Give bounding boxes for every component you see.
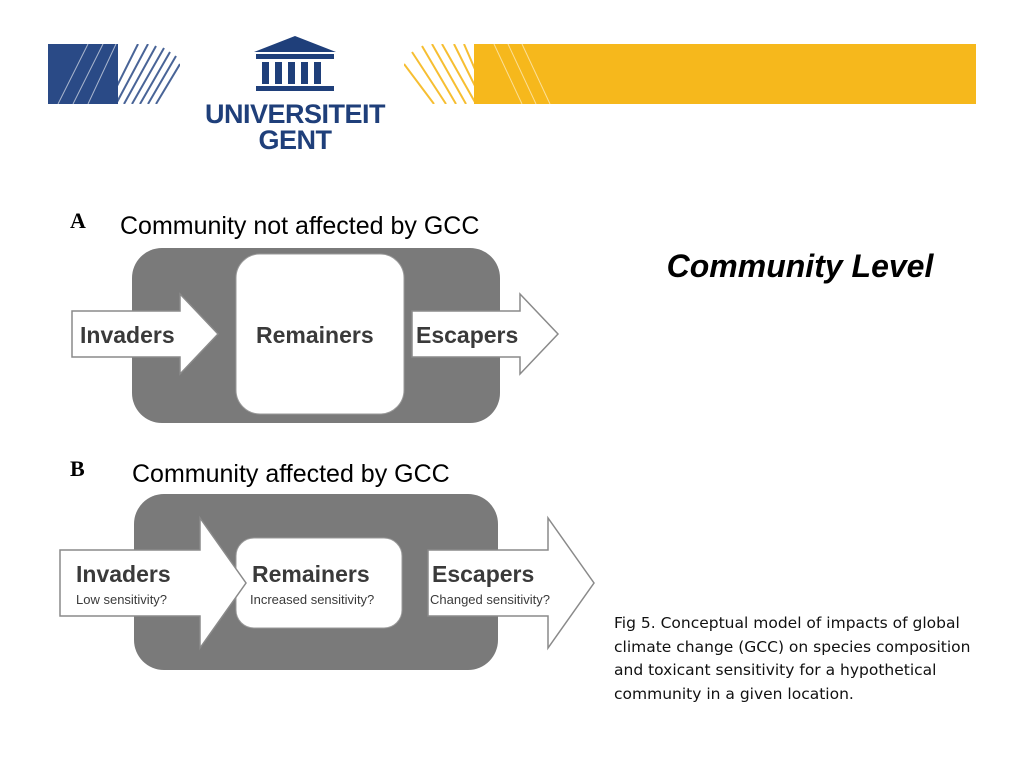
panel-a-remainers-box	[235, 253, 405, 415]
panel-b-letter: B	[70, 456, 85, 481]
panel-b-remainers-label: Remainers	[252, 561, 370, 587]
conceptual-diagram: A Community not affected by GCC Invaders…	[59, 208, 595, 670]
panel-a-escapers-label: Escapers	[416, 322, 518, 348]
panel-b-escapers-arrow	[427, 515, 595, 651]
slide-title: Community Level	[666, 248, 934, 284]
panel-b-escapers-label: Escapers	[432, 561, 534, 587]
panel-a-letter: A	[70, 208, 86, 233]
logo-text-gent: GENT	[258, 125, 332, 155]
university-building-icon	[254, 36, 336, 91]
panel-b-escapers-sublabel: Changed sensitivity?	[430, 592, 550, 607]
header-stripe-left	[48, 44, 180, 104]
panel-a-remainers-label: Remainers	[256, 322, 374, 348]
panel-b-invaders-arrow	[59, 515, 247, 651]
figure-caption: Fig 5. Conceptual model of impacts of gl…	[614, 614, 971, 703]
panel-b-invaders-sublabel: Low sensitivity?	[76, 592, 167, 607]
panel-b-remainers-sublabel: Increased sensitivity?	[250, 592, 374, 607]
logo-text-universiteit: UNIVERSITEIT	[204, 99, 386, 129]
header-stripe-right	[404, 44, 976, 104]
panel-a-invaders-arrow	[71, 292, 220, 376]
panel-a-title: Community not affected by GCC	[120, 212, 479, 240]
panel-b-invaders-label: Invaders	[76, 561, 171, 587]
panel-a-invaders-label: Invaders	[80, 322, 175, 348]
panel-b-title: Community affected by GCC	[132, 460, 450, 488]
panel-a-escapers-arrow	[411, 292, 560, 376]
